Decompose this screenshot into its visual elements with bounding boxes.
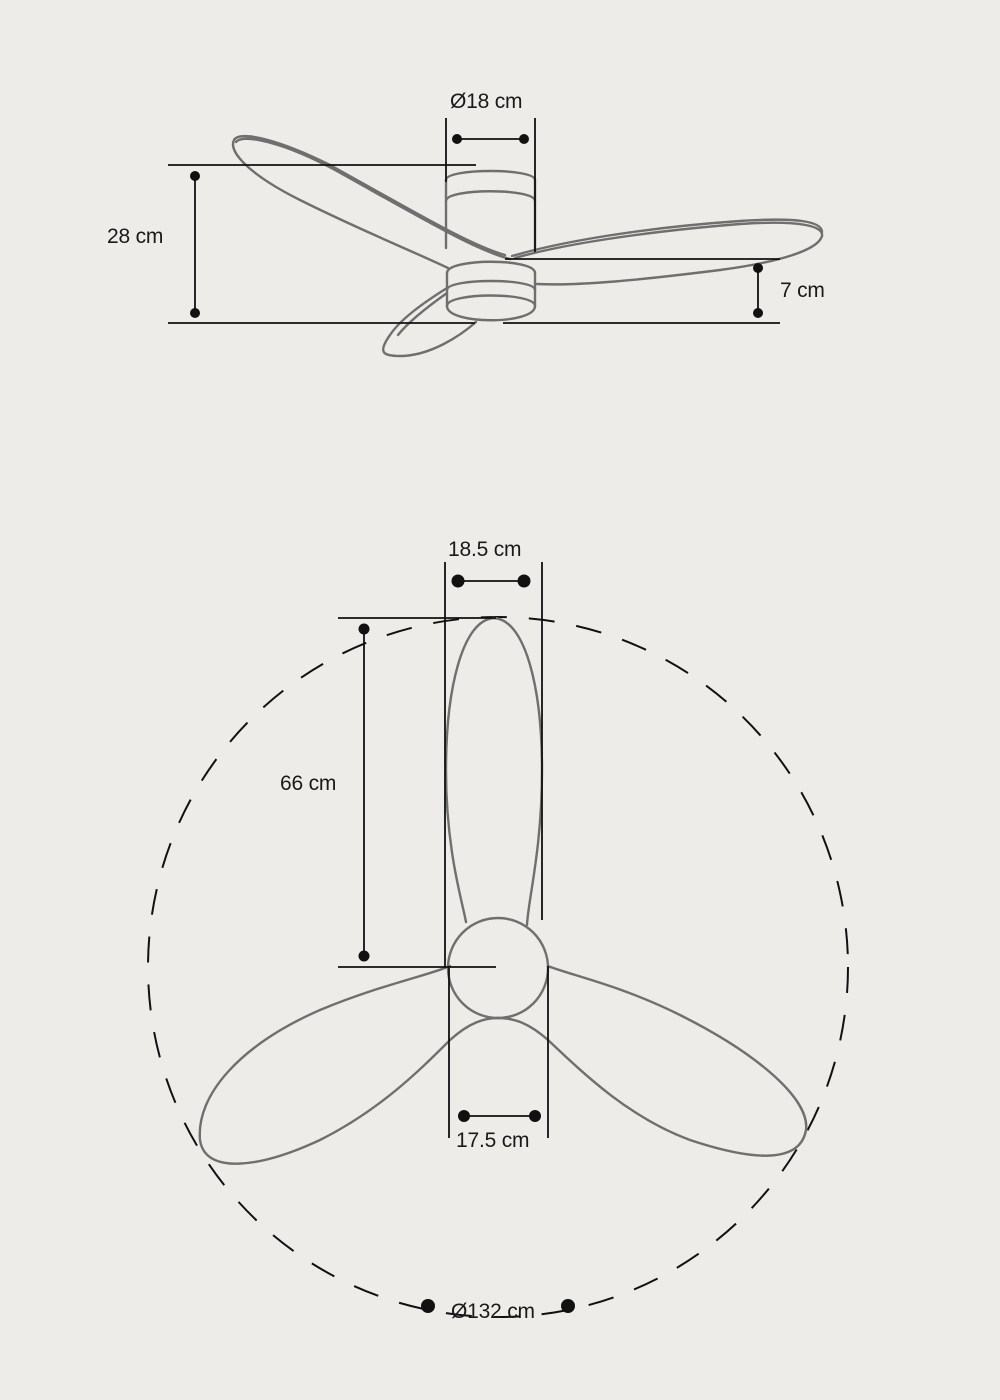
motor-bottom bbox=[445, 304, 537, 322]
blade-right bbox=[513, 221, 824, 286]
label-motor-diameter: Ø18 cm bbox=[450, 90, 523, 113]
canopy-top bbox=[444, 169, 537, 182]
label-body-height: 7 cm bbox=[780, 279, 825, 302]
label-hub-width: 17.5 cm bbox=[456, 1129, 530, 1152]
blade-left-back bbox=[231, 134, 507, 270]
motor-band-2 bbox=[445, 294, 537, 308]
label-total-height: 28 cm bbox=[107, 225, 164, 248]
blade-front-left-edge bbox=[396, 291, 449, 337]
blade-lower-left bbox=[198, 964, 500, 1165]
sweep-circle bbox=[147, 616, 849, 1318]
motor-band-1 bbox=[445, 279, 537, 292]
label-blade-length: 66 cm bbox=[280, 772, 337, 795]
canopy-band bbox=[444, 190, 537, 203]
blade-front-left bbox=[381, 286, 478, 358]
blade-top bbox=[444, 616, 544, 927]
blade-lower-right bbox=[496, 964, 808, 1157]
label-blade-width: 18.5 cm bbox=[448, 538, 522, 561]
blade-left-back-edge bbox=[234, 137, 512, 261]
side-view bbox=[168, 118, 824, 358]
label-total-diameter: Ø132 cm bbox=[451, 1300, 535, 1323]
hub bbox=[446, 916, 550, 1020]
blade-right-edge bbox=[510, 218, 824, 258]
top-view bbox=[147, 562, 849, 1318]
motor-top bbox=[445, 260, 537, 275]
